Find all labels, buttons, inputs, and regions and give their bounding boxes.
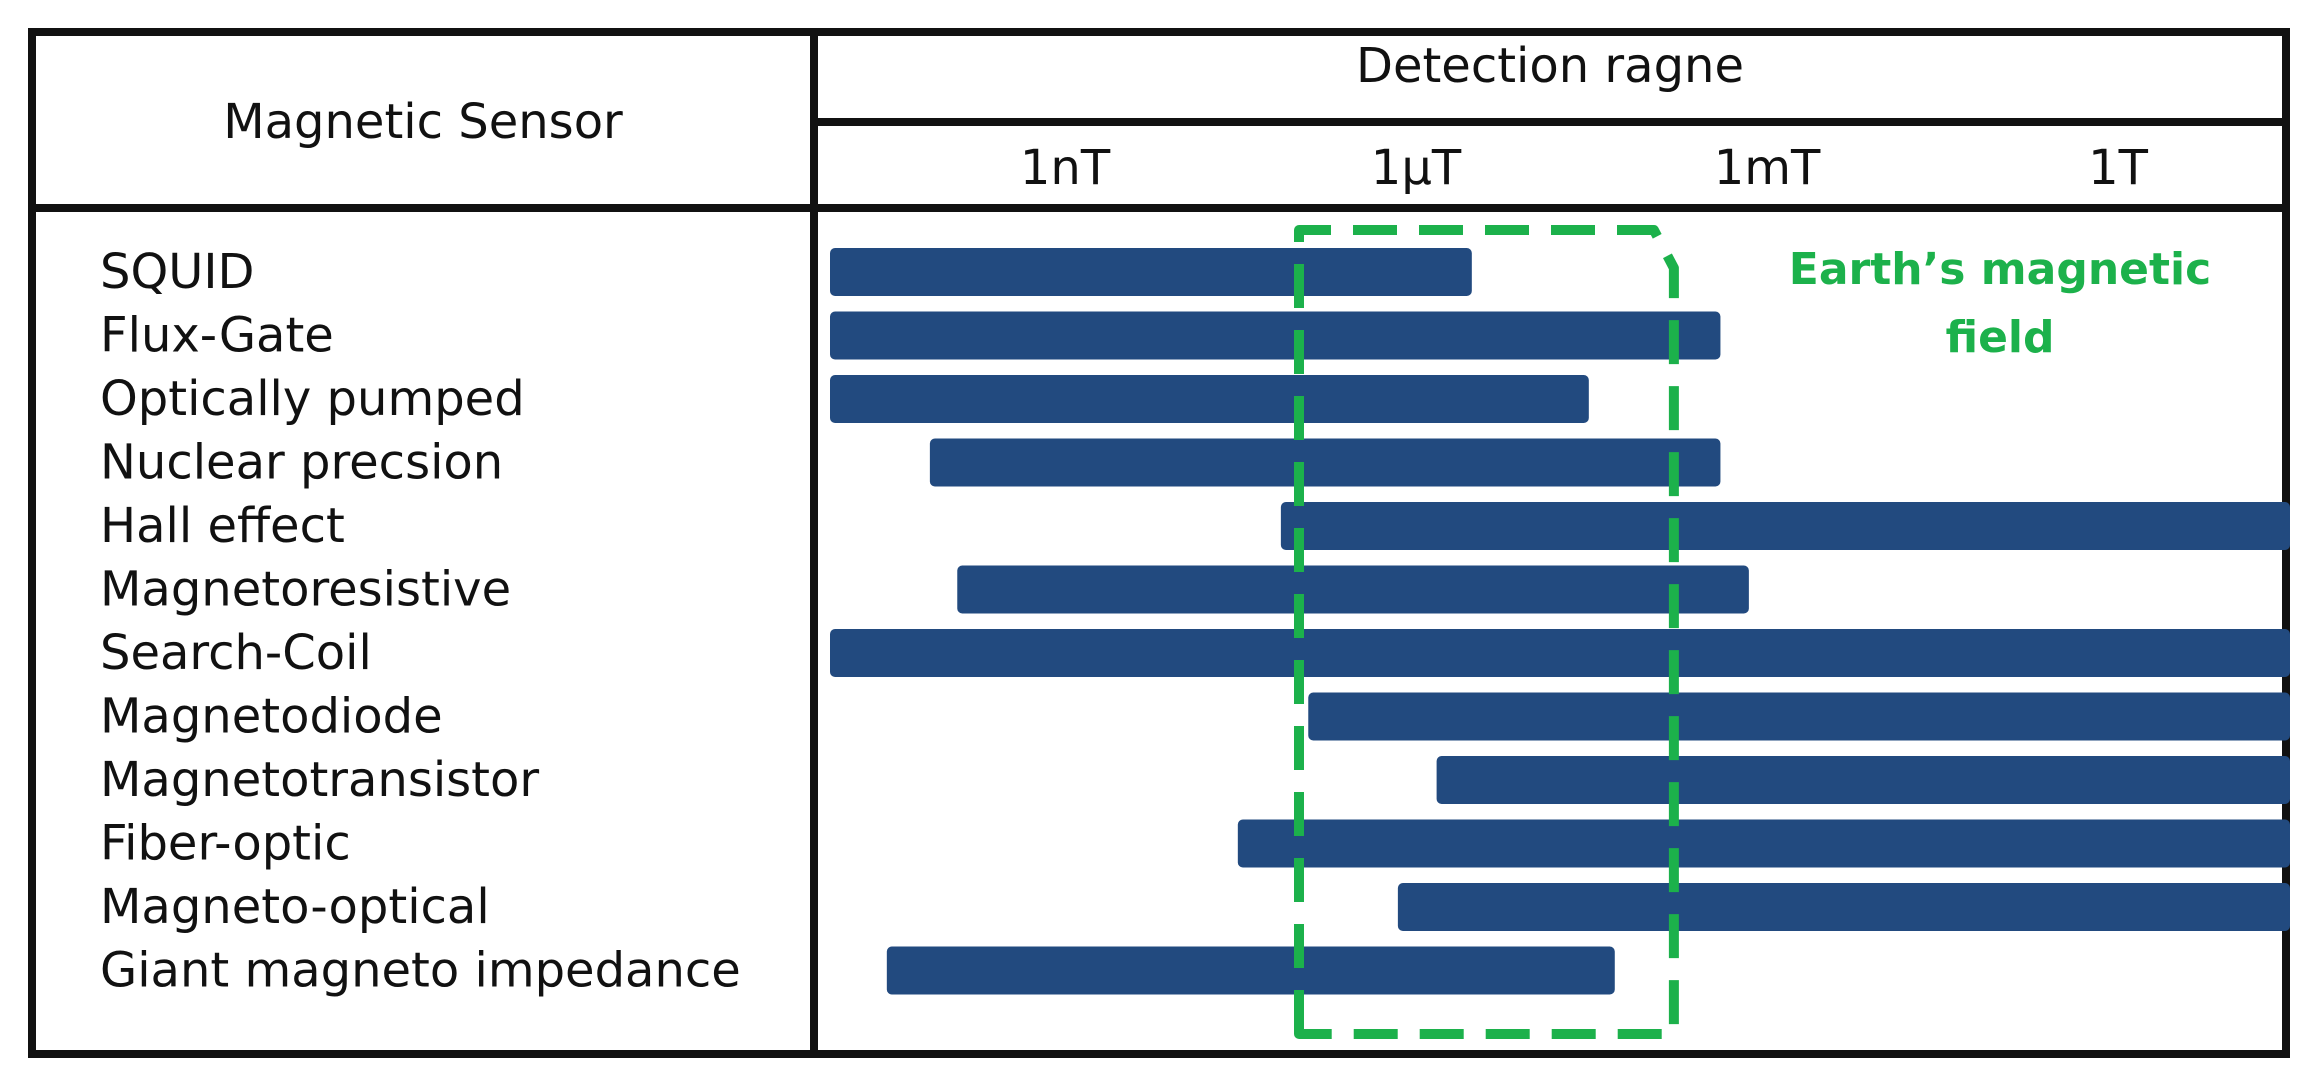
sensor-label-9: Fiber-optic [100,816,351,872]
sensor-label-1: Flux-Gate [100,308,334,364]
tick-label-2: 1mT [1714,140,1821,196]
sensor-label-0: SQUID [100,244,255,300]
sensor-bar-0 [830,248,1472,296]
sensor-bars [830,248,2290,995]
sensor-bar-5 [957,565,1749,614]
sensor-label-5: Magnetoresistive [100,562,511,618]
earth-field-dashed-box [1294,225,1679,1039]
sensor-bar-10 [1397,883,2290,931]
earth-field-label-line1: Earth’s magnetic [1789,244,2211,295]
sensor-bar-3 [929,438,1721,487]
earth-field-label-line2: field [1945,312,2054,363]
earth-field-region [1294,225,1679,1039]
sensor-label-10: Magneto-optical [100,879,490,935]
sensor-label-3: Nuclear precsion [100,435,503,491]
header-detection-range: Detection ragne [1356,38,1744,94]
sensor-label-8: Magnetotransistor [100,752,539,808]
sensor-label-6: Search-Coil [100,625,372,681]
sensor-bar-9 [1237,819,2290,868]
sensor-bar-2 [830,375,1589,423]
sensor-label-11: Giant magneto impedance [100,943,741,999]
tick-label-3: 1T [2088,140,2149,196]
sensor-label-2: Optically pumped [100,371,525,427]
sensor-label-4: Hall effect [100,498,345,554]
sensor-bar-7 [1308,692,2290,741]
sensor-bar-11 [886,946,1615,995]
sensor-bar-6 [830,629,2290,677]
sensor-bar-4 [1280,502,2290,550]
header-magnetic-sensor: Magnetic Sensor [223,94,623,150]
sensor-bar-8 [1436,756,2290,804]
tick-label-1: 1µT [1371,140,1462,196]
tick-labels: 1nT 1µT 1mT 1T [1020,140,2149,196]
sensor-label-7: Magnetodiode [100,689,443,745]
sensor-bar-1 [830,311,1721,360]
tick-label-0: 1nT [1020,140,1111,196]
